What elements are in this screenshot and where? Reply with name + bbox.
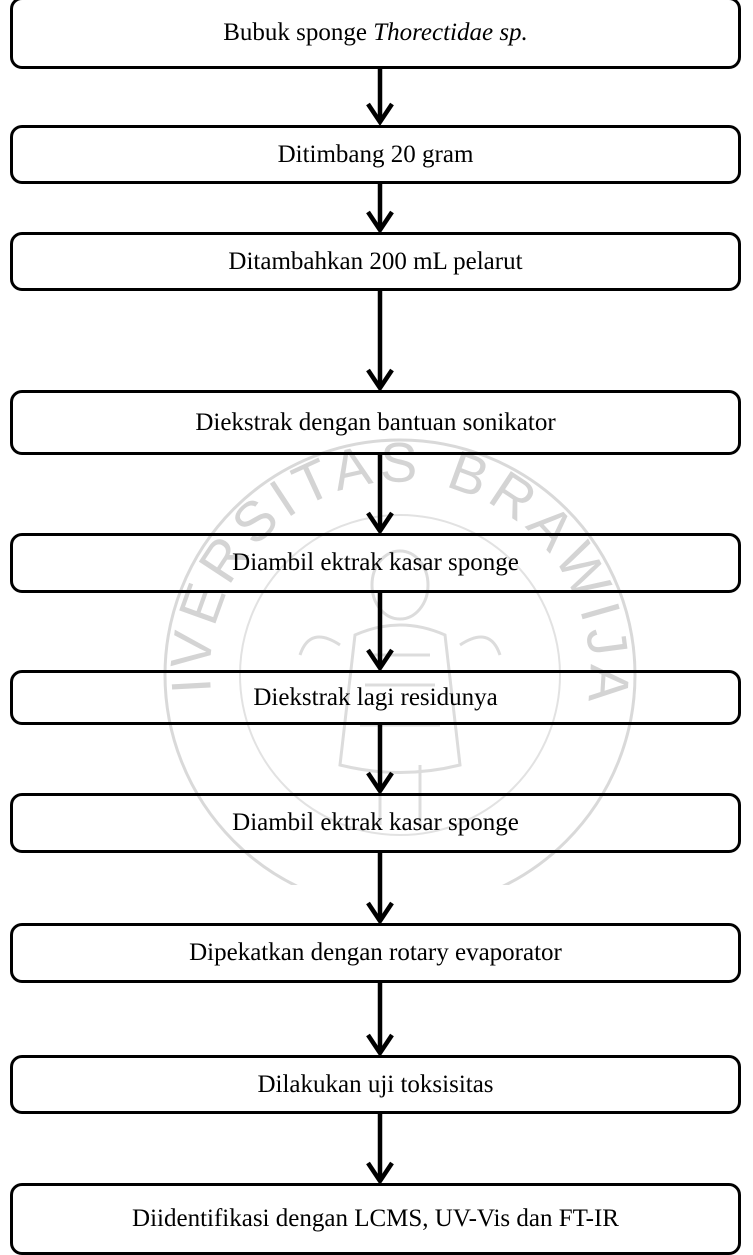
flow-step-9: Dilakukan uji toksisitas bbox=[10, 1055, 741, 1114]
step-7-label: Diambil ektrak kasar sponge bbox=[232, 809, 519, 836]
step-4-label: Diekstrak dengan bantuan sonikator bbox=[195, 408, 556, 436]
flow-step-7: Diambil ektrak kasar sponge bbox=[10, 793, 741, 853]
step-1-species: Thorectidae sp. bbox=[373, 19, 528, 46]
arrow-down-icon bbox=[366, 182, 394, 235]
arrow-down-icon bbox=[366, 981, 394, 1058]
step-10-label: Diidentifikasi dengan LCMS, UV-Vis dan F… bbox=[132, 1205, 619, 1232]
step-1-label: Bubuk sponge bbox=[223, 19, 374, 46]
step-2-label: Ditimbang 20 gram bbox=[277, 140, 474, 168]
flow-step-3: Ditambahkan 200 mL pelarut bbox=[10, 232, 741, 291]
flow-step-1: Bubuk sponge Thorectidae sp. bbox=[10, 0, 741, 69]
flow-step-8: Dipekatkan dengan rotary evaporator bbox=[10, 923, 741, 983]
flow-step-6: Diekstrak lagi residunya bbox=[10, 670, 741, 725]
arrow-down-icon bbox=[366, 591, 394, 673]
flow-step-4: Diekstrak dengan bantuan sonikator bbox=[10, 390, 741, 455]
step-3-label: Ditambahkan 200 mL pelarut bbox=[228, 247, 523, 275]
arrow-down-icon bbox=[366, 66, 394, 127]
step-6-label: Diekstrak lagi residunya bbox=[253, 683, 498, 711]
arrow-down-icon bbox=[366, 453, 394, 536]
arrow-down-icon bbox=[366, 1112, 394, 1186]
flow-step-10: Diidentifikasi dengan LCMS, UV-Vis dan F… bbox=[10, 1183, 741, 1255]
step-9-label: Dilakukan uji toksisitas bbox=[257, 1070, 494, 1098]
arrow-down-icon bbox=[366, 723, 394, 796]
arrow-down-icon bbox=[366, 289, 394, 393]
flow-step-5: Diambil ektrak kasar sponge bbox=[10, 533, 741, 593]
flow-step-2: Ditimbang 20 gram bbox=[10, 125, 741, 184]
step-5-label: Diambil ektrak kasar sponge bbox=[232, 549, 519, 576]
step-8-label: Dipekatkan dengan rotary evaporator bbox=[189, 939, 562, 966]
arrow-down-icon bbox=[366, 851, 394, 926]
